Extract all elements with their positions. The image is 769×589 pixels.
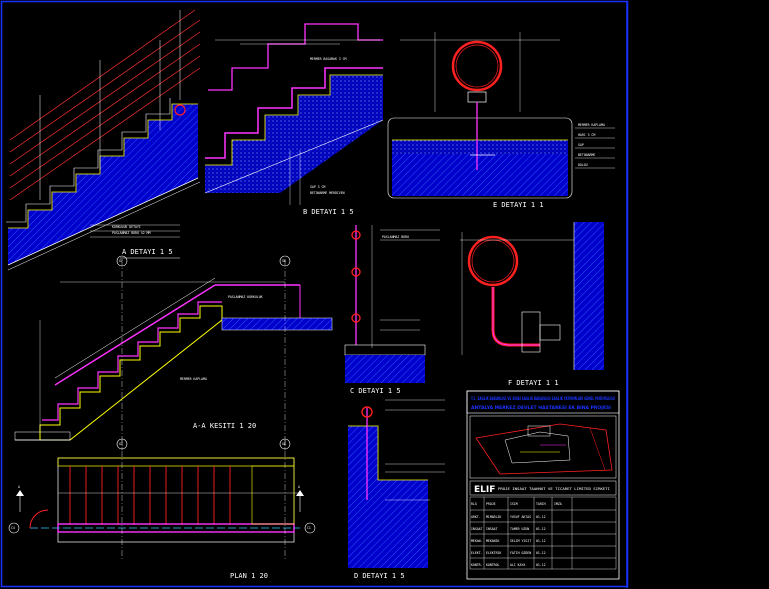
plan-axis-left: G7 bbox=[119, 442, 123, 446]
table-header-2: ISIM bbox=[510, 502, 518, 506]
plan-axis-right: G8 bbox=[282, 442, 286, 446]
svg-text:BETONARME MERDIVEN: BETONARME MERDIVEN bbox=[310, 191, 345, 195]
svg-text:MERMER BASAMAK 3 CM: MERMER BASAMAK 3 CM bbox=[310, 57, 347, 61]
sheet-border bbox=[0, 0, 629, 588]
site-plan-thumbnail bbox=[475, 423, 613, 475]
detail-a: KORKULUK DETAYI PASLANMAZ BORU 42 MM A D… bbox=[6, 9, 201, 271]
detail-e-title: E DETAYI 1 1 bbox=[493, 201, 544, 209]
svg-text:PASLANMAZ BORU: PASLANMAZ BORU bbox=[382, 235, 409, 239]
table-cell: ELEKT. bbox=[471, 551, 483, 555]
table-cell: ALI KAYA bbox=[510, 563, 525, 567]
svg-text:PASLANMAZ KORKULUK: PASLANMAZ KORKULUK bbox=[228, 295, 263, 299]
table-cell: INSAAT bbox=[486, 527, 498, 531]
svg-text:KORKULUK DETAYI: KORKULUK DETAYI bbox=[112, 225, 141, 229]
svg-text:MERMER KAPLAMA: MERMER KAPLAMA bbox=[180, 377, 207, 381]
table-cell: 01.12 bbox=[536, 515, 546, 519]
table-header-3: TARIH bbox=[536, 502, 546, 506]
svg-text:PASLANMAZ BORU 42 MM: PASLANMAZ BORU 42 MM bbox=[112, 231, 150, 235]
plan-row-right: C1 bbox=[307, 526, 311, 530]
detail-d-title: D DETAYI 1 5 bbox=[354, 572, 405, 580]
svg-text:MERMER KAPLAMA: MERMER KAPLAMA bbox=[578, 123, 605, 127]
detail-c: PASLANMAZ BORU C DETAYI 1 5 bbox=[344, 225, 440, 395]
section-axis-left: G7 bbox=[119, 259, 123, 263]
svg-text:BETONARME: BETONARME bbox=[578, 153, 595, 157]
detail-f-title: F DETAYI 1 1 bbox=[508, 379, 559, 387]
table-cell: SELIM YIGIT bbox=[510, 539, 531, 543]
table-cell: KONTROL bbox=[486, 563, 500, 567]
table-cell: 01.12 bbox=[536, 539, 546, 543]
plan-view: G7 G8 C4 C1 A A PLAN 1 20 bbox=[8, 438, 316, 580]
table-cell: TAMER UZUN bbox=[510, 527, 529, 531]
table-cell: MEKAN. bbox=[471, 539, 483, 543]
plan-title: PLAN 1 20 bbox=[230, 572, 268, 580]
table-cell: 01.12 bbox=[536, 563, 546, 567]
table-cell: 01.12 bbox=[536, 551, 546, 555]
title-line-2: ANTALYA MERKEZ DEVLET HASTANESI EK BINA … bbox=[471, 405, 612, 410]
table-cell: ARKT. bbox=[471, 515, 481, 519]
plan-cut-mark-right: A bbox=[298, 485, 300, 489]
detail-d: D DETAYI 1 5 bbox=[348, 399, 445, 580]
svg-text:SAP 3 CM: SAP 3 CM bbox=[310, 185, 325, 189]
detail-a-title: A DETAYI 1 5 bbox=[122, 248, 173, 256]
svg-text:DOLGU: DOLGU bbox=[578, 163, 588, 167]
table-header-4: IMZA bbox=[554, 502, 562, 506]
detail-f: F DETAYI 1 1 bbox=[460, 222, 604, 387]
section-a-a: G7 G8 PASLANMAZ KORKULUK MERMER KAPLAMA … bbox=[14, 255, 333, 450]
title-line-1: T.C. SAGLIK BAKANLIGI VE SINAI SAGLIK BA… bbox=[471, 396, 615, 401]
logo: ELIF bbox=[474, 485, 495, 495]
table-cell: KONTR. bbox=[471, 563, 483, 567]
table-cell: INSAAT bbox=[471, 527, 483, 531]
table-cell: 01.12 bbox=[536, 527, 546, 531]
detail-e: MERMER KAPLAMA HARC 3 CM SAP BETONARME D… bbox=[387, 32, 615, 209]
table-cell: MEKANIK bbox=[486, 539, 500, 543]
table-header-0: RLG bbox=[471, 502, 477, 506]
section-title: A-A KESITI 1 20 bbox=[193, 422, 256, 430]
table-header-1: PROJE bbox=[486, 502, 496, 506]
table-cell: MIMARLIK bbox=[486, 515, 501, 519]
detail-b-title: B DETAYI 1 5 bbox=[303, 208, 354, 216]
approval-table bbox=[469, 496, 617, 570]
svg-text:HARC 3 CM: HARC 3 CM bbox=[578, 133, 595, 137]
section-axis-right: G8 bbox=[282, 259, 286, 263]
detail-c-title: C DETAYI 1 5 bbox=[350, 387, 401, 395]
table-cell: ELEKTRIK bbox=[486, 551, 501, 555]
logo-subtitle: PROJE INSAAT TAAHHUT VE TICARET LIMITED … bbox=[498, 487, 610, 491]
title-block: T.C. SAGLIK BAKANLIGI VE SINAI SAGLIK BA… bbox=[466, 390, 620, 580]
detail-b: MERMER BASAMAK 3 CM SAP 3 CM BETONARME M… bbox=[204, 23, 384, 216]
plan-row-left: C4 bbox=[11, 526, 15, 530]
svg-text:SAP: SAP bbox=[578, 143, 584, 147]
table-cell: FATIH OZDEN bbox=[510, 551, 531, 555]
table-cell: YUSUF AKTAS bbox=[510, 515, 531, 519]
plan-cut-mark-left: A bbox=[18, 485, 20, 489]
